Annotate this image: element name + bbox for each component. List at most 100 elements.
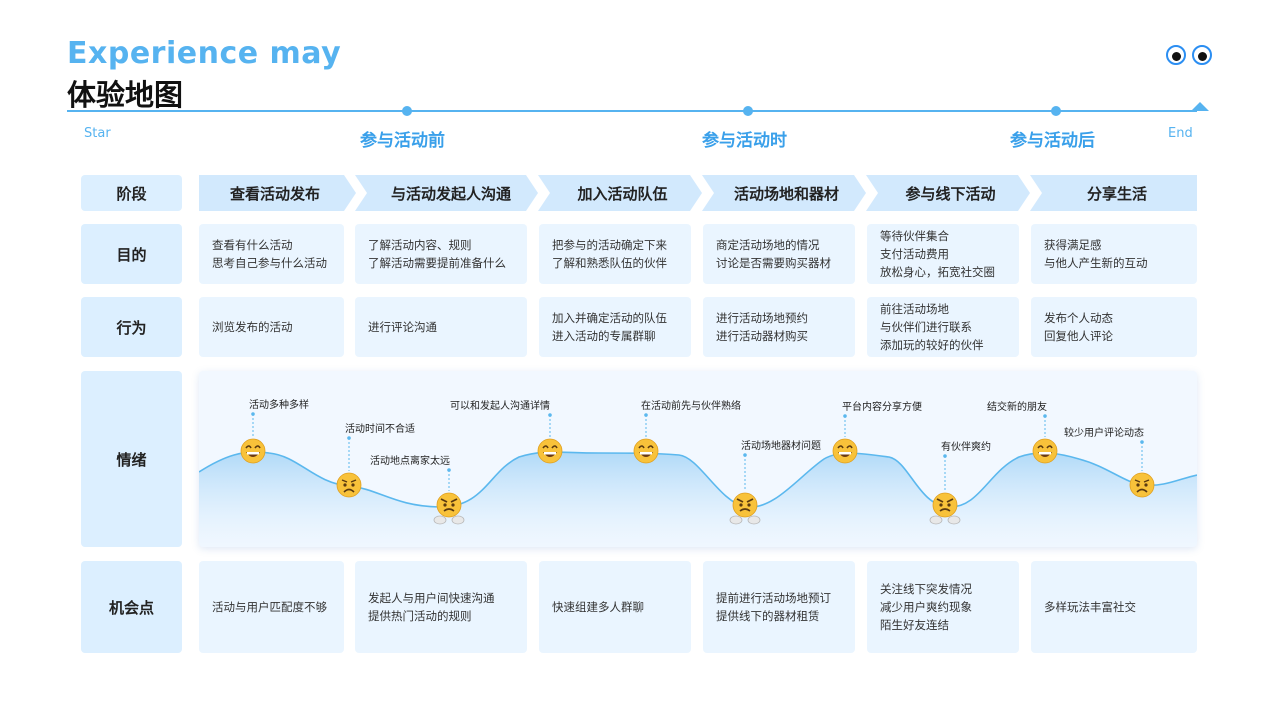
goal-line: 商定活动场地的情况 bbox=[716, 238, 820, 252]
opportunity-cell: 多样玩法丰富社交 bbox=[1031, 561, 1197, 653]
emotion-leader-dot bbox=[644, 413, 648, 417]
stage-venue-equipment: 活动场地和器材 bbox=[733, 184, 839, 203]
opportunity-line: 活动与用户匹配度不够 bbox=[212, 600, 327, 614]
emotion-label: 平台内容分享方便 bbox=[842, 400, 922, 413]
timeline-dot bbox=[743, 106, 753, 116]
goal-line: 了解和熟悉队伍的伙伴 bbox=[552, 256, 667, 270]
behavior-cell: 浏览发布的活动 bbox=[199, 297, 344, 357]
steaming-angry-face-icon bbox=[929, 492, 961, 525]
emotion-leader-dot bbox=[1043, 414, 1047, 418]
goal-cell: 商定活动场地的情况 讨论是否需要购买器材 bbox=[703, 224, 855, 284]
opportunity-cell: 快速组建多人群聊 bbox=[539, 561, 691, 653]
emotion-leader-dot bbox=[843, 414, 847, 418]
emotion-label: 较少用户评论动态 bbox=[1064, 426, 1144, 439]
emotion-label: 可以和发起人沟通详情 bbox=[450, 399, 550, 412]
grinning-face-icon bbox=[537, 438, 563, 464]
emotion-panel: 活动多种多样活动时间不合适活动地点离家太远可以和发起人沟通详情在活动前先与伙伴熟… bbox=[199, 371, 1197, 547]
emotion-leader-dot bbox=[447, 468, 451, 472]
title-chinese: 体验地图 bbox=[67, 78, 184, 112]
timeline-end-label: End bbox=[1168, 126, 1193, 141]
goal-line: 了解活动内容、规则 bbox=[368, 238, 472, 252]
grinning-face-icon bbox=[633, 438, 659, 464]
opportunity-line: 提供热门活动的规则 bbox=[368, 609, 472, 623]
steaming-angry-face-icon bbox=[729, 492, 761, 525]
stage-arrow-shape bbox=[866, 175, 1030, 211]
emotion-label: 结交新的朋友 bbox=[987, 400, 1047, 413]
eyes-icon bbox=[1166, 45, 1216, 69]
row-label-goal: 目的 bbox=[81, 224, 182, 284]
opportunity-cell: 活动与用户匹配度不够 bbox=[199, 561, 344, 653]
goal-line: 等待伙伴集合 bbox=[880, 229, 949, 243]
goal-line: 支付活动费用 bbox=[880, 247, 949, 261]
stage-arrow-shape bbox=[199, 175, 356, 211]
phase-during: 参与活动时 bbox=[702, 131, 787, 151]
opportunity-cell: 发起人与用户间快速沟通 提供热门活动的规则 bbox=[355, 561, 527, 653]
emotion-label: 有伙伴爽约 bbox=[941, 440, 991, 453]
emotion-leader-dot bbox=[548, 413, 552, 417]
opportunity-line: 发起人与用户间快速沟通 bbox=[368, 591, 495, 605]
row-label-emotion: 情绪 bbox=[81, 371, 182, 547]
emotion-leader-dot bbox=[743, 453, 747, 457]
phase-before: 参与活动前 bbox=[360, 131, 445, 151]
behavior-cell: 发布个人动态 回复他人评论 bbox=[1031, 297, 1197, 357]
grinning-face-icon bbox=[1032, 438, 1058, 464]
behavior-line: 发布个人动态 bbox=[1044, 311, 1113, 325]
frowning-face-icon bbox=[1129, 472, 1155, 498]
row-label-stage: 阶段 bbox=[81, 175, 182, 211]
row-label-opportunity: 机会点 bbox=[81, 561, 182, 653]
grinning-face-icon bbox=[240, 438, 266, 464]
phase-after: 参与活动后 bbox=[1010, 131, 1095, 151]
behavior-cell: 进行评论沟通 bbox=[355, 297, 527, 357]
behavior-line: 进行活动场地预约 bbox=[716, 311, 808, 325]
behavior-line: 加入并确定活动的队伍 bbox=[552, 311, 667, 325]
goal-line: 思考自己参与什么活动 bbox=[212, 256, 327, 270]
emotion-curve-chart: 活动多种多样活动时间不合适活动地点离家太远可以和发起人沟通详情在活动前先与伙伴熟… bbox=[199, 398, 1197, 547]
behavior-line: 添加玩的较好的伙伴 bbox=[880, 338, 984, 352]
opportunity-line: 关注线下突发情况 bbox=[880, 582, 972, 596]
opportunity-cell: 关注线下突发情况 减少用户爽约现象 陌生好友连结 bbox=[867, 561, 1019, 653]
behavior-cell: 前往活动场地 与伙伴们进行联系 添加玩的较好的伙伴 bbox=[867, 297, 1019, 357]
timeline bbox=[67, 102, 1209, 116]
emotion-leader-dot bbox=[251, 412, 255, 416]
emotion-leader-dot bbox=[943, 454, 947, 458]
goal-cell: 了解活动内容、规则 了解活动需要提前准备什么 bbox=[355, 224, 527, 284]
title-english: Experience may bbox=[67, 36, 342, 71]
goal-line: 讨论是否需要购买器材 bbox=[716, 256, 831, 270]
behavior-line: 浏览发布的活动 bbox=[212, 320, 293, 334]
behavior-cell: 加入并确定活动的队伍 进入活动的专属群聊 bbox=[539, 297, 691, 357]
behavior-cell: 进行活动场地预约 进行活动器材购买 bbox=[703, 297, 855, 357]
stage-arrow-shape bbox=[538, 175, 702, 211]
timeline-start-label: Star bbox=[84, 126, 111, 141]
stage-view-events: 查看活动发布 bbox=[229, 184, 320, 203]
emotion-label: 活动地点离家太远 bbox=[370, 454, 450, 467]
opportunity-line: 减少用户爽约现象 bbox=[880, 600, 972, 614]
opportunity-line: 提前进行活动场地预订 bbox=[716, 591, 831, 605]
emotion-label: 活动场地器材问题 bbox=[741, 439, 821, 452]
stage-offline-activity: 参与线下活动 bbox=[905, 184, 996, 203]
goal-cell: 等待伙伴集合 支付活动费用 放松身心，拓宽社交圈 bbox=[867, 224, 1019, 284]
opportunity-line: 提供线下的器材租赁 bbox=[716, 609, 820, 623]
behavior-line: 与伙伴们进行联系 bbox=[880, 320, 972, 334]
goal-cell: 把参与的活动确定下来 了解和熟悉队伍的伙伴 bbox=[539, 224, 691, 284]
opportunity-line: 多样玩法丰富社交 bbox=[1044, 600, 1136, 614]
emotion-label: 活动时间不合适 bbox=[345, 422, 415, 435]
behavior-line: 前往活动场地 bbox=[880, 302, 949, 316]
opportunity-line: 快速组建多人群聊 bbox=[552, 600, 644, 614]
opportunity-cell: 提前进行活动场地预订 提供线下的器材租赁 bbox=[703, 561, 855, 653]
emotion-label: 活动多种多样 bbox=[249, 398, 309, 411]
stage-arrow-shape bbox=[355, 175, 538, 211]
grinning-face-icon bbox=[832, 438, 858, 464]
timeline-dot bbox=[402, 106, 412, 116]
goal-cell: 获得满足感 与他人产生新的互动 bbox=[1031, 224, 1197, 284]
steaming-angry-face-icon bbox=[433, 492, 465, 525]
goal-line: 与他人产生新的互动 bbox=[1044, 256, 1148, 270]
goal-line: 了解活动需要提前准备什么 bbox=[368, 256, 506, 270]
timeline-dot bbox=[1051, 106, 1061, 116]
goal-line: 放松身心，拓宽社交圈 bbox=[880, 265, 995, 279]
row-label-behavior: 行为 bbox=[81, 297, 182, 357]
goal-line: 获得满足感 bbox=[1044, 238, 1102, 252]
goal-line: 把参与的活动确定下来 bbox=[552, 238, 667, 252]
emotion-area bbox=[199, 451, 1197, 547]
behavior-line: 进行评论沟通 bbox=[368, 320, 437, 334]
behavior-line: 进入活动的专属群聊 bbox=[552, 329, 656, 343]
